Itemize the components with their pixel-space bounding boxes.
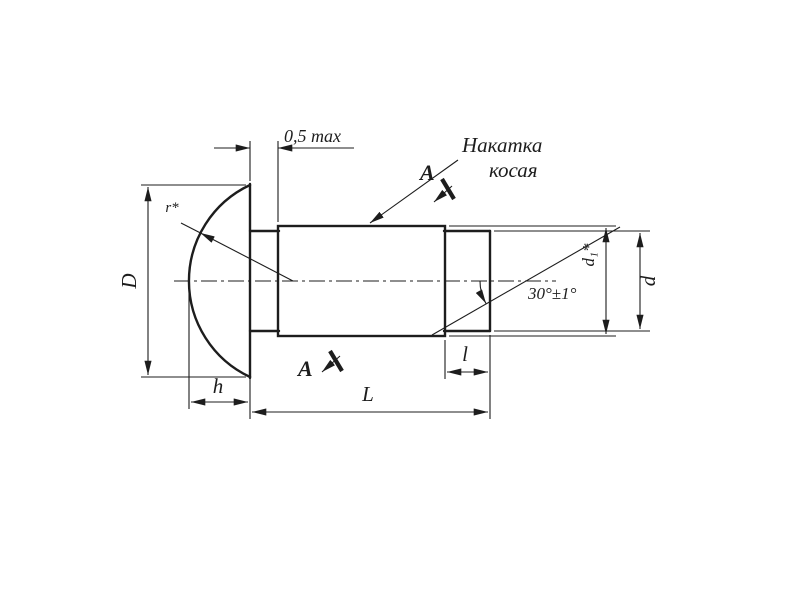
dim-label-gap: 0,5 max	[284, 126, 341, 146]
note-line-1: Накатка	[461, 133, 542, 157]
note-line-2: косая	[489, 158, 538, 182]
dim-label-l: l	[462, 342, 468, 366]
note-leader-line	[369, 159, 459, 224]
dim-label-h: h	[213, 374, 224, 398]
radius-leader-line	[200, 232, 294, 282]
dim-label-D: D	[117, 273, 141, 289]
dim-label-L: L	[361, 382, 374, 406]
knurl-angle-arc	[475, 280, 487, 304]
section-letter-bottom: А	[296, 356, 313, 381]
head-spherical-arc	[187, 183, 252, 379]
section-stroke-bottom	[328, 349, 344, 373]
knurl-angle-line	[431, 226, 621, 336]
radius-leader-extension	[180, 222, 201, 234]
knurled-section	[276, 224, 447, 338]
section-arrow-top	[433, 185, 453, 203]
dim-label-radius: r*	[165, 200, 179, 216]
dim-label-d1: d₁*	[579, 243, 598, 266]
dim-label-angle: 30°±1°	[527, 284, 577, 303]
section-arrow-bottom	[321, 355, 341, 373]
dim-label-d: d	[636, 275, 660, 286]
section-letter-top: А	[418, 160, 435, 185]
